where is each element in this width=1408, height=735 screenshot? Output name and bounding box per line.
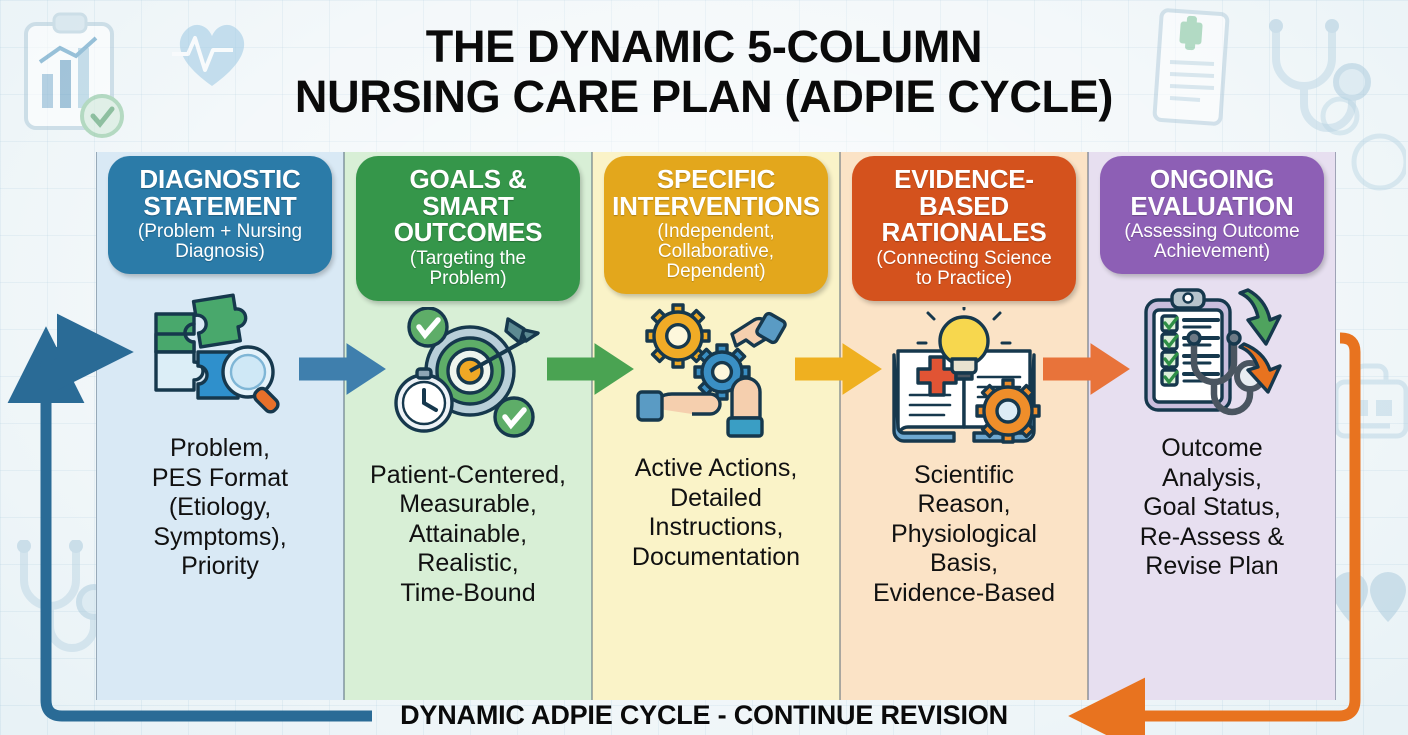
column-header-title: EVIDENCE-BASED RATIONALES bbox=[881, 164, 1047, 248]
title-line-2: NURSING CARE PLAN (ADPIE CYCLE) bbox=[294, 70, 1114, 122]
column-header-title: SPECIFIC INTERVENTIONS bbox=[612, 164, 820, 221]
footer-label: DYNAMIC ADPIE CYCLE - CONTINUE REVISION bbox=[400, 699, 1008, 730]
flow-arrow-1 bbox=[299, 343, 386, 395]
target-arrow-stopwatch-icon bbox=[394, 306, 540, 438]
column-icon-slot bbox=[1132, 280, 1292, 430]
column-body-text: Patient-Centered, Measurable, Attainable… bbox=[370, 460, 566, 607]
flow-arrow-4 bbox=[1043, 343, 1130, 395]
clipboard-stethoscope-icon bbox=[1144, 288, 1282, 416]
column-header-subtitle: (Independent, Collaborative, Dependent) bbox=[657, 221, 775, 283]
column-body-text: Problem, PES Format (Etiology, Symptoms)… bbox=[151, 434, 289, 581]
column-header-title: DIAGNOSTIC STATEMENT bbox=[139, 164, 301, 221]
column-header-title: GOALS & SMART OUTCOMES bbox=[393, 164, 543, 248]
column-icon-slot bbox=[140, 280, 300, 430]
adpie-columns: DIAGNOSTIC STATEMENT(Problem + Nursing D… bbox=[96, 152, 1336, 700]
column-icon-slot bbox=[388, 306, 548, 457]
gears-hands-icon bbox=[636, 303, 787, 439]
adpie-column-3: SPECIFIC INTERVENTIONS(Independent, Coll… bbox=[592, 152, 840, 700]
title-line-1: THE DYNAMIC 5-COLUMN bbox=[425, 21, 983, 72]
column-header-subtitle: (Problem + Nursing Diagnosis) bbox=[137, 221, 303, 263]
footer-banner: DYNAMIC ADPIE CYCLE - CONTINUE REVISION bbox=[0, 695, 1408, 735]
puzzle-magnifier-icon bbox=[154, 293, 280, 414]
column-header[interactable]: ONGOING EVALUATION(Assessing Outcome Ach… bbox=[1100, 156, 1324, 275]
column-header-subtitle: (Assessing Outcome Achievement) bbox=[1124, 221, 1300, 263]
column-header[interactable]: DIAGNOSTIC STATEMENT(Problem + Nursing D… bbox=[108, 156, 332, 275]
page-title: THE DYNAMIC 5-COLUMN NURSING CARE PLAN (… bbox=[0, 22, 1408, 122]
column-body-text: Scientific Reason, Physiological Basis, … bbox=[872, 460, 1056, 607]
column-header[interactable]: EVIDENCE-BASED RATIONALES(Connecting Sci… bbox=[852, 156, 1076, 301]
flow-arrow-3 bbox=[795, 343, 882, 395]
column-icon-slot bbox=[636, 300, 796, 450]
column-body-text: Active Actions, Detailed Instructions, D… bbox=[631, 454, 801, 571]
adpie-column-1: DIAGNOSTIC STATEMENT(Problem + Nursing D… bbox=[96, 152, 344, 700]
flow-arrow-2 bbox=[547, 343, 634, 395]
column-body-text: Outcome Analysis, Goal Status, Re-Assess… bbox=[1139, 434, 1285, 581]
adpie-column-5: ONGOING EVALUATION(Assessing Outcome Ach… bbox=[1088, 152, 1336, 700]
column-header-title: ONGOING EVALUATION bbox=[1130, 164, 1294, 221]
adpie-column-2: GOALS & SMART OUTCOMES(Targeting the Pro… bbox=[344, 152, 592, 700]
column-header[interactable]: SPECIFIC INTERVENTIONS(Independent, Coll… bbox=[604, 156, 828, 295]
column-header-subtitle: (Targeting the Problem) bbox=[409, 247, 527, 289]
book-lightbulb-gear-icon bbox=[892, 306, 1041, 444]
adpie-column-4: EVIDENCE-BASED RATIONALES(Connecting Sci… bbox=[840, 152, 1088, 700]
column-icon-slot bbox=[884, 306, 1044, 457]
column-header-subtitle: (Connecting Science to Practice) bbox=[876, 247, 1052, 289]
column-header[interactable]: GOALS & SMART OUTCOMES(Targeting the Pro… bbox=[356, 156, 580, 301]
